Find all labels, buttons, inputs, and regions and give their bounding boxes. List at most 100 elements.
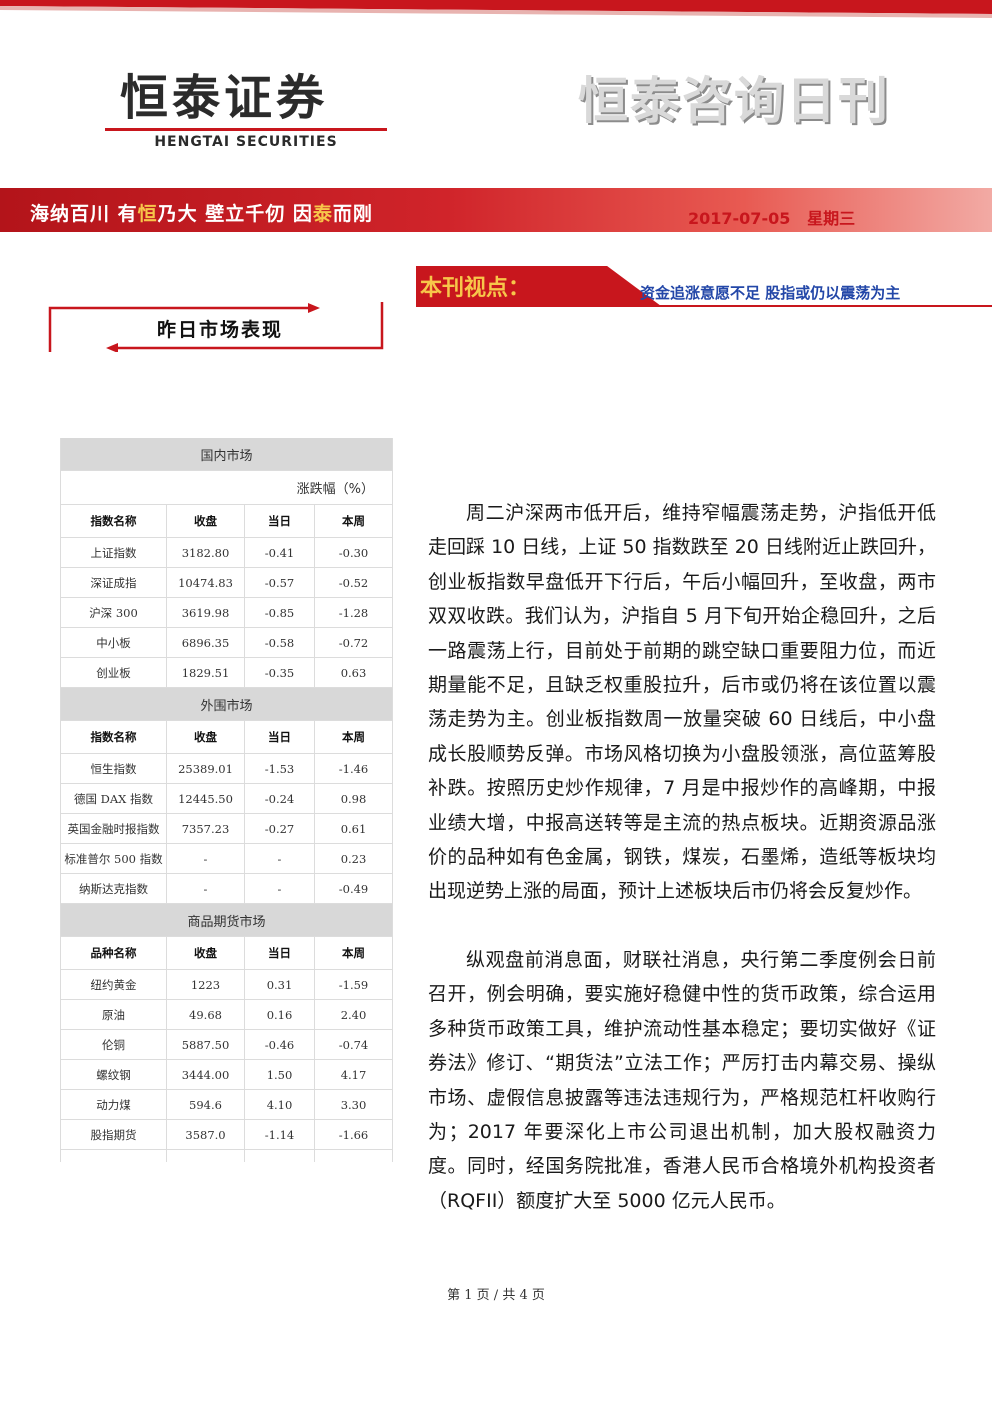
cell-name: 伦铜 — [60, 1029, 167, 1060]
section-frame — [48, 302, 384, 352]
table-section-futures: 商品期货市场 — [59, 903, 394, 937]
cell-close: 3182.80 — [166, 537, 245, 568]
cell-day: 4.10 — [244, 1089, 315, 1120]
viewpoint-headline: 资金追涨意愿不足 股指或仍以震荡为主 — [640, 284, 901, 302]
table-header-row: 指数名称 收盘 当日 本周 — [60, 720, 394, 754]
section-title: 昨日市场表现 — [156, 319, 283, 341]
col-header-week: 本周 — [314, 504, 394, 538]
cell-day: 0.16 — [244, 999, 315, 1030]
col-header-day: 当日 — [244, 720, 315, 754]
table-row: 恒生指数 25389.01 -1.53 -1.46 — [60, 753, 394, 784]
unit-label: 涨跌幅（%） — [59, 470, 394, 505]
cell-week: 0.61 — [314, 813, 394, 844]
cell-week: -0.30 — [314, 537, 394, 568]
table-row: 标准普尔 500 指数 - - 0.23 — [60, 843, 394, 874]
table-row: 沪深 300 3619.98 -0.85 -1.28 — [60, 597, 394, 628]
table-row: 德国 DAX 指数 12445.50 -0.24 0.98 — [60, 783, 394, 814]
cell-close: - — [166, 843, 245, 874]
cell-day: -1.53 — [244, 753, 315, 784]
article-paragraph: 纵观盘前消息面，财联社消息，央行第二季度例会日前召开，例会明确，要实施好稳健中性… — [428, 948, 936, 1212]
cell-day: - — [244, 873, 315, 904]
table-section-foreign: 外围市场 — [59, 687, 394, 721]
table-row: 纽约黄金 1223 0.31 -1.59 — [60, 969, 394, 1000]
table-row: 螺纹钢 3444.00 1.50 4.17 — [60, 1059, 394, 1090]
cell-close: 3619.98 — [166, 597, 245, 628]
table-unit-row: 涨跌幅（%） — [59, 470, 394, 505]
cell-name: 螺纹钢 — [60, 1059, 167, 1090]
issue-date: 2017-07-05 星期三 — [688, 209, 856, 228]
cell-close: 1829.51 — [166, 657, 245, 688]
cell-week: -1.46 — [314, 753, 394, 784]
cell-name: 深证成指 — [60, 567, 167, 598]
cell-week: 4.17 — [314, 1059, 394, 1090]
table-row: 股指期货 3587.0 -1.14 -1.66 — [60, 1119, 394, 1150]
cell-day: -0.27 — [244, 813, 315, 844]
cell-close: 25389.01 — [166, 753, 245, 784]
cell-day: 0.31 — [244, 969, 315, 1000]
cell-week: 3.30 — [314, 1089, 394, 1120]
col-header-name: 指数名称 — [60, 720, 167, 754]
cell-week: -1.66 — [314, 1119, 394, 1150]
col-header-close: 收盘 — [166, 936, 245, 970]
cell-day: -0.24 — [244, 783, 315, 814]
table-section-domestic: 国内市场 — [59, 438, 394, 471]
cell-day: -1.14 — [244, 1119, 315, 1150]
col-header-name: 品种名称 — [60, 936, 167, 970]
cell-close: 3444.00 — [166, 1059, 245, 1090]
table-row: 原油 49.68 0.16 2.40 — [60, 999, 394, 1030]
section-title-foreign: 外围市场 — [59, 687, 394, 721]
col-header-name: 指数名称 — [60, 504, 167, 538]
cell-name: 上证指数 — [60, 537, 167, 568]
cell-name: 创业板 — [60, 657, 167, 688]
table-row: 动力煤 594.6 4.10 3.30 — [60, 1089, 394, 1120]
cell-week: 2.40 — [314, 999, 394, 1030]
cell-day: -0.58 — [244, 627, 315, 658]
table-header-row: 品种名称 收盘 当日 本周 — [60, 936, 394, 970]
table-row: 纳斯达克指数 - - -0.49 — [60, 873, 394, 904]
cell-close: 10474.83 — [166, 567, 245, 598]
cell-day: -0.46 — [244, 1029, 315, 1060]
cell-close: 7357.23 — [166, 813, 245, 844]
cell-day: -0.35 — [244, 657, 315, 688]
table-row: 深证成指 10474.83 -0.57 -0.52 — [60, 567, 394, 598]
col-header-week: 本周 — [314, 720, 394, 754]
cell-name: 纳斯达克指数 — [60, 873, 167, 904]
cell-close: 594.6 — [166, 1089, 245, 1120]
table-header-row: 指数名称 收盘 当日 本周 — [60, 504, 394, 538]
publication-title: 恒泰咨询日刊 — [578, 72, 890, 130]
cell-week: 0.63 — [314, 657, 394, 688]
cell-close: 12445.50 — [166, 783, 245, 814]
table-row: 创业板 1829.51 -0.35 0.63 — [60, 657, 394, 688]
cell-day: -0.41 — [244, 537, 315, 568]
cell-day: 1.50 — [244, 1059, 315, 1090]
cell-name: 股指期货 — [60, 1119, 167, 1150]
cell-name: 英国金融时报指数 — [60, 813, 167, 844]
company-logo-english: HENGTAI SECURITIES — [154, 134, 338, 150]
cell-name: 纽约黄金 — [60, 969, 167, 1000]
top-red-band — [0, 0, 992, 18]
cell-day: - — [244, 843, 315, 874]
cell-close: 49.68 — [166, 999, 245, 1030]
cell-name: 恒生指数 — [60, 753, 167, 784]
cell-week: -0.74 — [314, 1029, 394, 1060]
col-header-close: 收盘 — [166, 504, 245, 538]
cell-week: -1.59 — [314, 969, 394, 1000]
cell-name: 德国 DAX 指数 — [60, 783, 167, 814]
cell-name: 标准普尔 500 指数 — [60, 843, 167, 874]
cell-day: -0.57 — [244, 567, 315, 598]
table-row: 中小板 6896.35 -0.58 -0.72 — [60, 627, 394, 658]
cell-week: -1.28 — [314, 597, 394, 628]
cell-close: 5887.50 — [166, 1029, 245, 1060]
col-header-day: 当日 — [244, 504, 315, 538]
slogan-banner — [0, 188, 992, 232]
section-title-futures: 商品期货市场 — [59, 903, 394, 937]
cell-day: -0.85 — [244, 597, 315, 628]
viewpoint-rule — [416, 305, 992, 307]
cell-close: 1223 — [166, 969, 245, 1000]
slogan-text: 海纳百川 有恒乃大 壁立千仞 因泰而刚 — [30, 203, 373, 225]
table-row: 上证指数 3182.80 -0.41 -0.30 — [60, 537, 394, 568]
article-body: 周二沪深两市低开后，维持窄幅震荡走势，沪指低开低走回踩 10 日线，上证 50 … — [428, 496, 936, 1218]
article-paragraph: 周二沪深两市低开后，维持窄幅震荡走势，沪指低开低走回踩 10 日线，上证 50 … — [428, 502, 936, 903]
cell-name: 中小板 — [60, 627, 167, 658]
col-header-week: 本周 — [314, 936, 394, 970]
